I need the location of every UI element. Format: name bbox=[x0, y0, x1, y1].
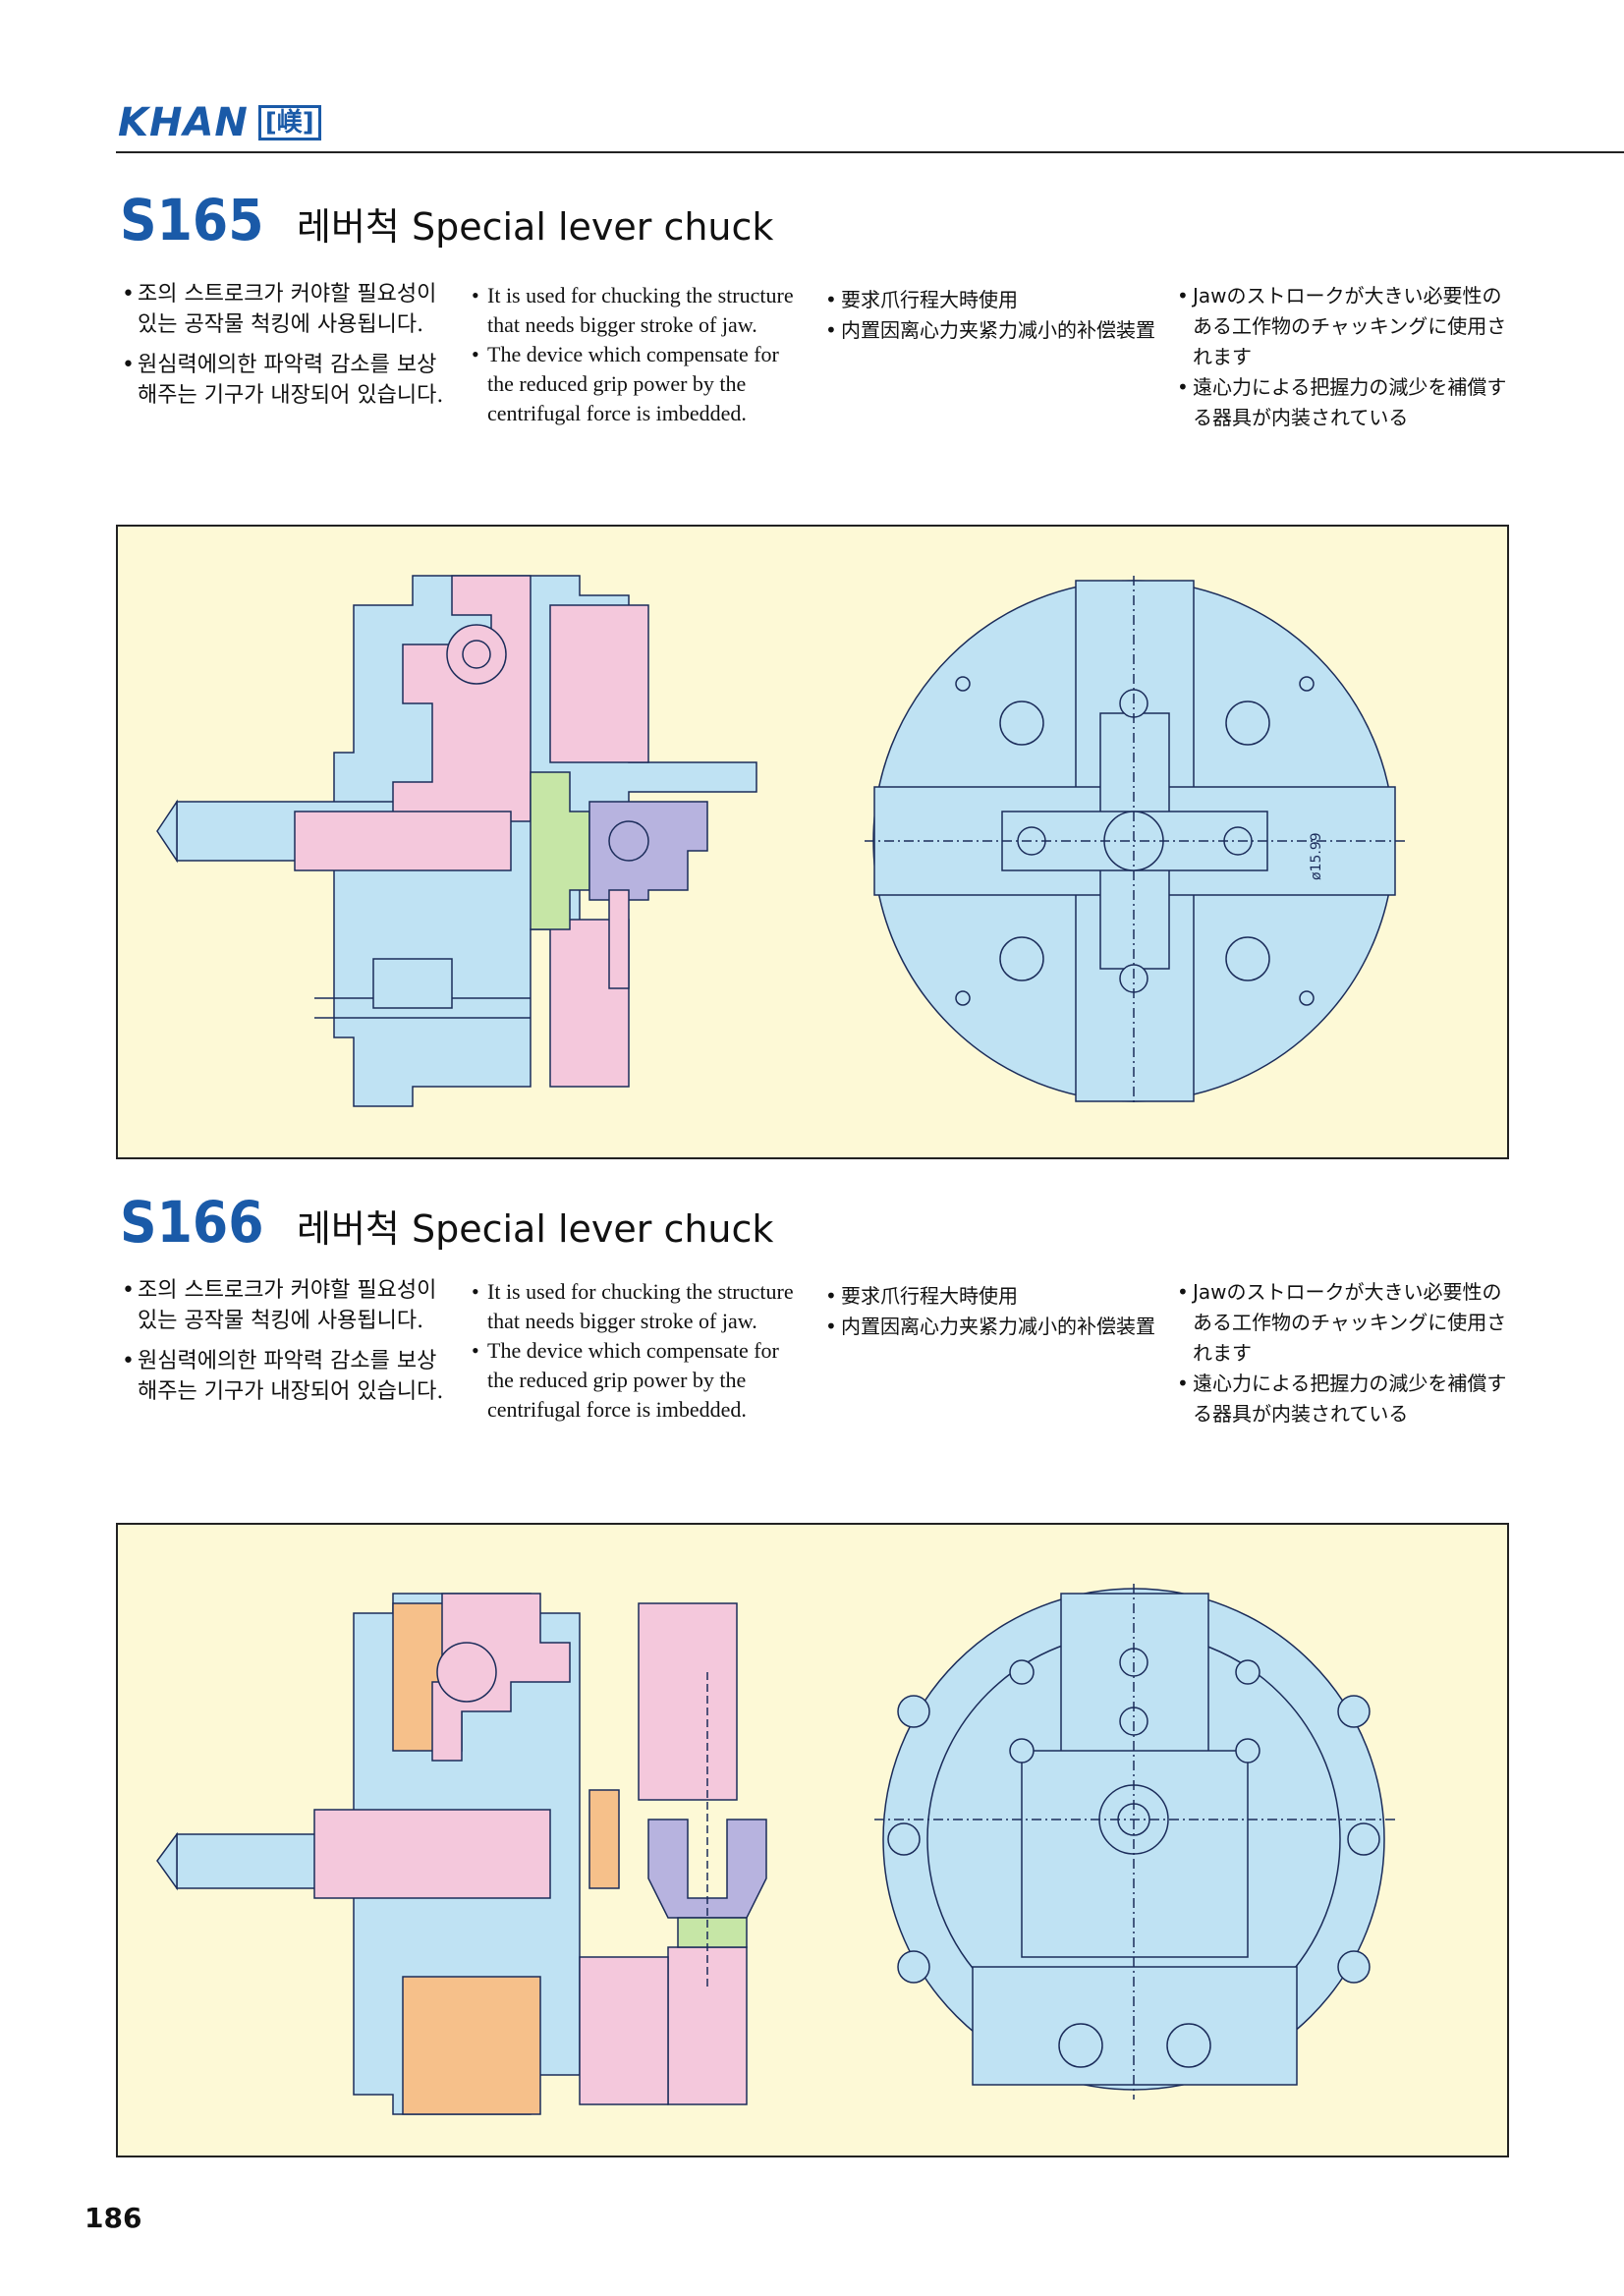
base-jaw-green bbox=[677, 1917, 748, 1948]
header-rule bbox=[116, 151, 1624, 153]
list-item: 要求爪行程大時使用 bbox=[825, 1281, 1159, 1312]
description-english: It is used for chucking the structure th… bbox=[472, 1277, 796, 1425]
section-title-s166: S166 레버척 Special lever chuck bbox=[120, 1189, 773, 1256]
draw-bar-tip bbox=[156, 1831, 178, 1891]
section-title-s165: S165 레버척 Special lever chuck bbox=[120, 187, 773, 253]
lever-part bbox=[431, 1593, 571, 1762]
list-item: 内置因离心力夹紧力减小的补偿装置 bbox=[825, 1312, 1159, 1342]
drawing-canvas bbox=[156, 1584, 1395, 2115]
top-jaw-upper bbox=[549, 604, 649, 763]
master-jaw-violet bbox=[647, 1819, 767, 1919]
model-subtitle: 레버척 Special lever chuck bbox=[297, 1207, 774, 1251]
model-subtitle: 레버척 Special lever chuck bbox=[297, 205, 774, 249]
logo-mark-icon: [嵄] bbox=[257, 105, 321, 140]
draw-bar-tip bbox=[156, 799, 178, 864]
page-number: 186 bbox=[84, 2202, 142, 2234]
list-item: 원심력에의한 파악력 감소를 보상해주는 기구가 내장되어 있습니다. bbox=[122, 350, 456, 411]
model-code: S166 bbox=[120, 1189, 264, 1256]
list-item: Jawのストロークが大きい必要性のある工作物のチャッキングに使用されます bbox=[1177, 281, 1511, 372]
description-chinese: 要求爪行程大時使用 内置因离心力夹紧力减小的补偿装置 bbox=[825, 285, 1159, 346]
description-japanese: Jawのストロークが大きい必要性のある工作物のチャッキングに使用されます 遠心力… bbox=[1177, 281, 1511, 433]
list-item: The device which compensate for the redu… bbox=[472, 1336, 796, 1425]
model-code: S165 bbox=[120, 187, 264, 253]
list-item: Jawのストロークが大きい必要性のある工作物のチャッキングに使用されます bbox=[1177, 1277, 1511, 1369]
orange-housing-lower bbox=[402, 1976, 541, 2115]
list-item: The device which compensate for the redu… bbox=[472, 340, 796, 428]
piston-part bbox=[294, 811, 512, 871]
list-item: 遠心力による把握力の減少を補償する器具が内装されている bbox=[1177, 1369, 1511, 1429]
list-item: It is used for chucking the structure th… bbox=[472, 1277, 796, 1336]
piston-part bbox=[313, 1809, 551, 1899]
logo-wordmark: KHAN bbox=[118, 100, 249, 145]
description-chinese: 要求爪行程大時使用 内置因离心力夹紧力减小的补偿装置 bbox=[825, 1281, 1159, 1342]
description-korean: 조의 스트로크가 커야할 필요성이 있는 공작물 척킹에 사용됩니다. 원심력에… bbox=[122, 279, 456, 420]
list-item: 조의 스트로크가 커야할 필요성이 있는 공작물 척킹에 사용됩니다. bbox=[122, 279, 456, 340]
top-jaw-lower bbox=[549, 919, 630, 1088]
brand-logo: KHAN [嵄] bbox=[118, 100, 321, 145]
lever-pivot bbox=[436, 1642, 497, 1703]
dimension-label: ø15.99 bbox=[1309, 832, 1324, 880]
list-item: 조의 스트로크가 커야할 필요성이 있는 공작물 척킹에 사용됩니다. bbox=[122, 1275, 456, 1336]
list-item: 遠心力による把握力の減少を補償する器具が内装されている bbox=[1177, 372, 1511, 433]
technical-drawing-s165: ø15.99 bbox=[116, 525, 1509, 1159]
top-jaw-upper bbox=[638, 1602, 738, 1801]
list-item: 内置因离心力夹紧力减小的补偿装置 bbox=[825, 315, 1159, 346]
master-jaw-violet bbox=[588, 801, 708, 901]
description-english: It is used for chucking the structure th… bbox=[472, 281, 796, 428]
list-item: It is used for chucking the structure th… bbox=[472, 281, 796, 340]
list-item: 원심력에의한 파악력 감소를 보상해주는 기구가 내장되어 있습니다. bbox=[122, 1346, 456, 1407]
description-japanese: Jawのストロークが大きい必要性のある工作物のチャッキングに使用されます 遠心力… bbox=[1177, 1277, 1511, 1429]
technical-drawing-s166 bbox=[116, 1523, 1509, 2157]
description-korean: 조의 스트로크가 커야할 필요성이 있는 공작물 척킹에 사용됩니다. 원심력에… bbox=[122, 1275, 456, 1417]
drawing-canvas: ø15.99 bbox=[156, 575, 1405, 1107]
list-item: 要求爪行程大時使用 bbox=[825, 285, 1159, 315]
